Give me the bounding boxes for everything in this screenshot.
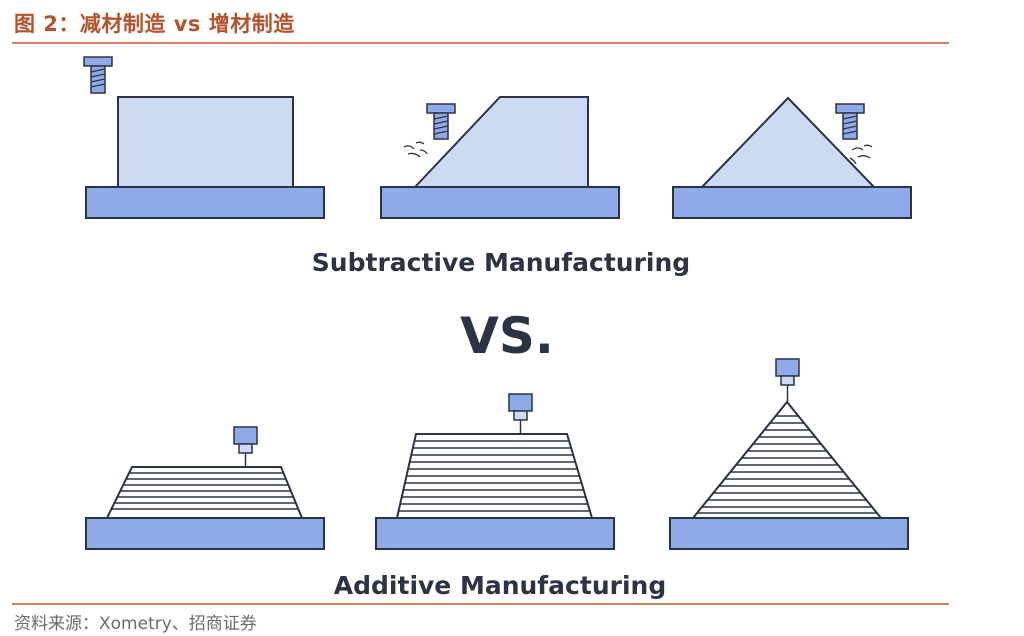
drill-bit-icon: [835, 103, 865, 140]
workpiece: [117, 96, 294, 188]
printed-part: [105, 466, 304, 519]
additive-panel-tall: [375, 393, 615, 550]
base-plate: [669, 517, 909, 550]
print-nozzle-icon: [775, 358, 800, 402]
workpiece: [412, 96, 589, 188]
drill-bit-icon: [426, 103, 456, 140]
print-nozzle-icon: [508, 393, 533, 434]
subtractive-panel-chamfer: [380, 96, 620, 219]
subtractive-label: Subtractive Manufacturing: [312, 248, 690, 277]
base-plate: [375, 517, 615, 550]
printed-part: [690, 400, 884, 519]
additive-panel-pyramid: [669, 358, 909, 550]
workpiece: [699, 96, 877, 188]
metal-chips-icon: [849, 144, 873, 165]
metal-chips-icon: [403, 141, 428, 158]
subtractive-panel-block: [83, 56, 325, 219]
base-plate: [85, 186, 325, 219]
base-plate: [85, 517, 325, 550]
additive-panel-low: [85, 426, 325, 550]
source-note: 资料来源：Xometry、招商证券: [14, 614, 257, 634]
drill-bit-icon: [83, 56, 113, 94]
title-rule: [12, 42, 949, 44]
base-plate: [672, 186, 912, 219]
vs-label: VS.: [460, 307, 554, 365]
base-plate: [380, 186, 620, 219]
print-nozzle-icon: [233, 426, 258, 467]
figure-title: 图 2：减材制造 vs 增材制造: [14, 12, 295, 36]
subtractive-panel-pyramid: [672, 96, 912, 219]
additive-label: Additive Manufacturing: [334, 571, 666, 600]
source-rule: [12, 603, 949, 605]
